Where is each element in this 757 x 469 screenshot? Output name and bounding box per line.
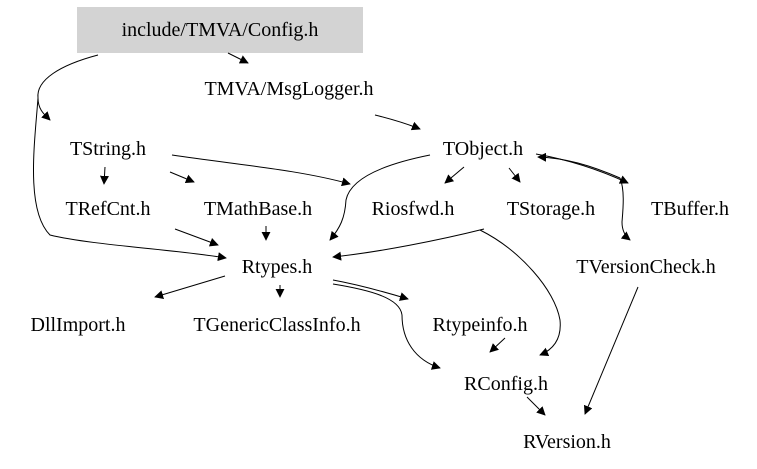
labels-layer: include/TMVA/Config.h TMVA/MsgLogger.h T…: [31, 19, 729, 453]
node-config[interactable]: include/TMVA/Config.h: [122, 19, 319, 41]
edge-tstring-tmathbase: [169, 171, 195, 184]
edge-tbuffer-tobject: [537, 152, 621, 179]
node-tbuffer[interactable]: TBuffer.h: [651, 198, 729, 220]
node-tstorage[interactable]: TStorage.h: [507, 198, 595, 220]
edges-layer: [33, 52, 639, 416]
node-tmathbase[interactable]: TMathBase.h: [204, 198, 312, 220]
edge-rtypes-rconfig: [332, 283, 441, 370]
edge-rtypes-dllimport: [154, 275, 226, 299]
node-tgenericclassinfo[interactable]: TGenericClassInfo.h: [193, 314, 360, 336]
node-tversioncheck[interactable]: TVersionCheck.h: [576, 256, 715, 278]
edge-tstring-riosfwd: [171, 154, 351, 187]
edge-tversioncheck-rversion: [583, 286, 639, 415]
node-msglogger[interactable]: TMVA/MsgLogger.h: [204, 78, 373, 100]
node-rtypes[interactable]: Rtypes.h: [242, 256, 313, 278]
node-rversion[interactable]: RVersion.h: [523, 431, 611, 453]
edge-rtypes-rtypeinfo: [332, 279, 409, 301]
edge-tobject-rtypes: [329, 154, 431, 241]
edge-trefcnt-rtypes: [174, 228, 219, 247]
node-trefcnt[interactable]: TRefCnt.h: [66, 198, 151, 220]
edge-config-msglogger: [227, 52, 249, 64]
edge-msglogger-tobject: [374, 114, 421, 131]
edge-tstorage-rtypes: [332, 228, 485, 261]
edge-config-tstring: [37, 54, 99, 121]
node-riosfwd[interactable]: Riosfwd.h: [372, 198, 455, 220]
node-tobject[interactable]: TObject.h: [443, 138, 523, 160]
node-rtypeinfo[interactable]: Rtypeinfo.h: [433, 314, 528, 336]
root-node-box: [77, 7, 363, 53]
edge-rtypeinfo-rconfig: [489, 337, 506, 353]
edge-tobject-tstorage: [508, 167, 521, 183]
node-tstring[interactable]: TString.h: [70, 138, 146, 160]
edge-config-rtypes: [33, 97, 227, 262]
node-dllimport[interactable]: DllImport.h: [31, 314, 126, 336]
node-rconfig[interactable]: RConfig.h: [464, 373, 548, 395]
edge-tobject-riosfwd: [444, 166, 465, 184]
edge-tobject-tversioncheck: [619, 177, 631, 241]
edge-rconfig-rversion: [526, 396, 546, 416]
edge-tstorage-rconfig: [479, 229, 561, 357]
edge-tstring-trefcnt: [99, 166, 109, 185]
